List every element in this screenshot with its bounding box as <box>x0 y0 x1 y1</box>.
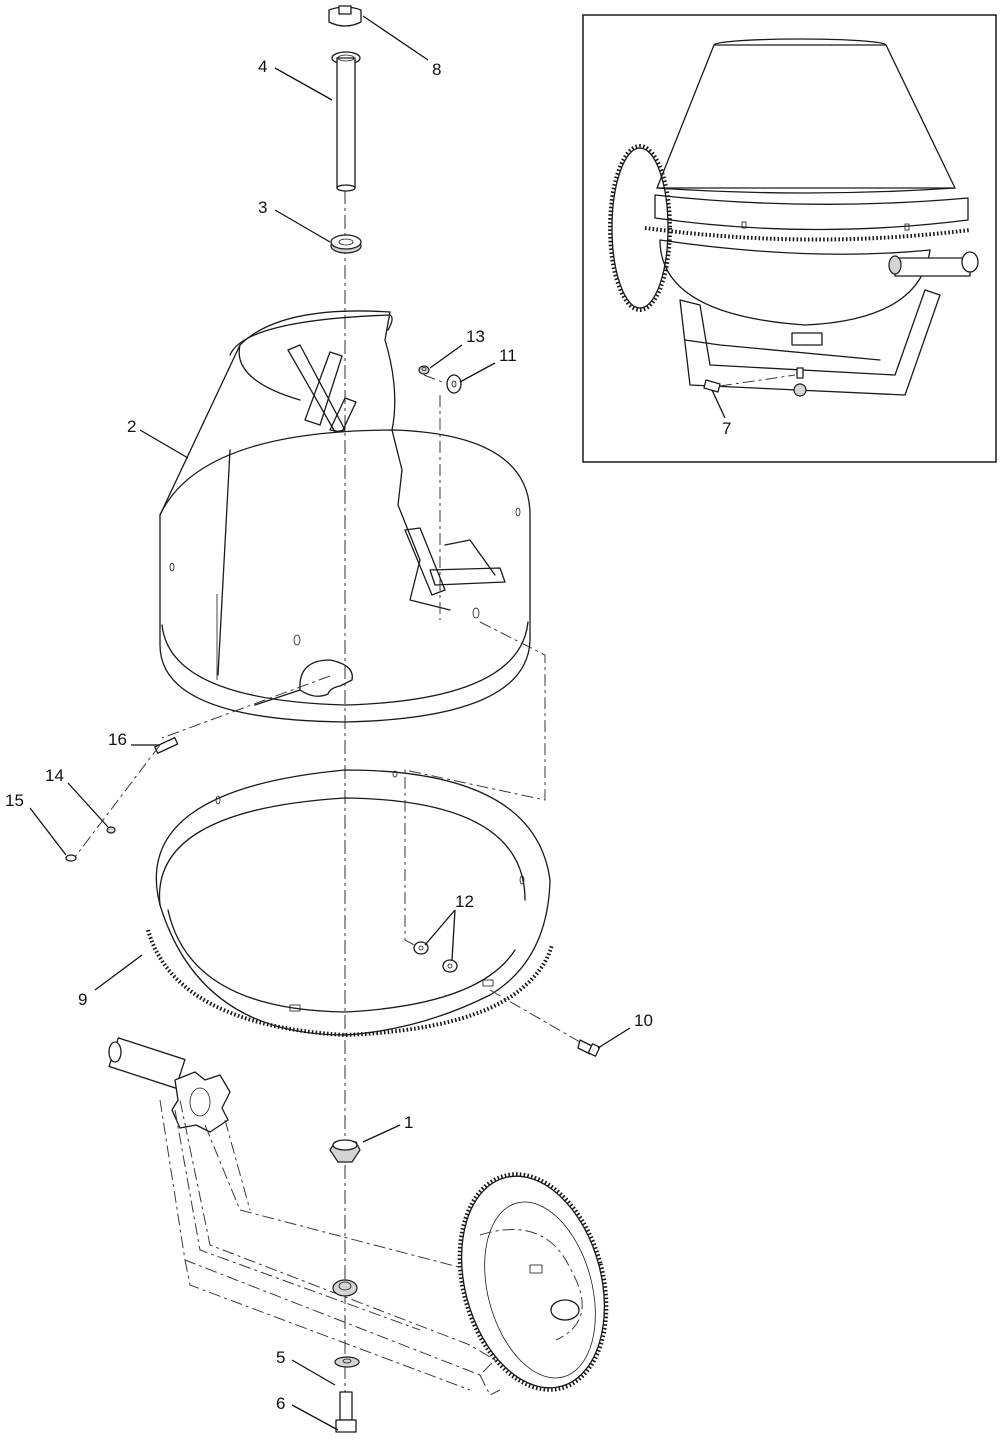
callout-12: 12 <box>455 892 474 911</box>
washer-part-5 <box>334 1356 360 1368</box>
callout-7: 7 <box>722 419 731 438</box>
callout-3: 3 <box>258 198 267 217</box>
callout-10: 10 <box>634 1011 653 1030</box>
callout-16: 16 <box>108 730 127 749</box>
nut-part-13 <box>418 365 430 375</box>
leader-lines <box>29 15 726 1431</box>
callout-15: 15 <box>5 791 24 810</box>
shaft-part-4 <box>331 51 361 192</box>
alignment-phantom <box>404 621 546 949</box>
callout-4: 4 <box>258 57 267 76</box>
callout-6: 6 <box>276 1394 285 1413</box>
inset-assembled-mixer <box>608 38 979 397</box>
bolt-part-6 <box>335 1391 357 1433</box>
bolt-part-10 <box>577 1039 601 1057</box>
callout-13: 13 <box>466 327 485 346</box>
washer-part-11 <box>446 374 462 394</box>
clip-part-14 <box>106 826 116 834</box>
callout-8: 8 <box>432 60 441 79</box>
callout-2: 2 <box>127 417 136 436</box>
yoke-frame <box>108 1037 501 1396</box>
drum-part-2 <box>159 310 531 739</box>
bushing-part-3 <box>330 234 362 254</box>
callout-14: 14 <box>45 766 64 785</box>
washers-part-12 <box>413 941 458 973</box>
callout-5: 5 <box>276 1348 285 1367</box>
callout-9: 9 <box>78 990 87 1009</box>
inset-border <box>582 14 997 463</box>
cap-part-8 <box>328 5 362 27</box>
ring-clip-part-15 <box>65 854 77 862</box>
callout-1: 1 <box>404 1113 413 1132</box>
bevel-gear-part-1 <box>329 1139 361 1163</box>
callout-11: 11 <box>499 346 517 365</box>
drive-gear <box>457 1172 609 1392</box>
ring-gear-part-9 <box>146 769 554 1038</box>
callout-labels: 8 4 3 2 13 11 16 14 15 9 12 10 1 5 6 7 <box>5 57 731 1413</box>
